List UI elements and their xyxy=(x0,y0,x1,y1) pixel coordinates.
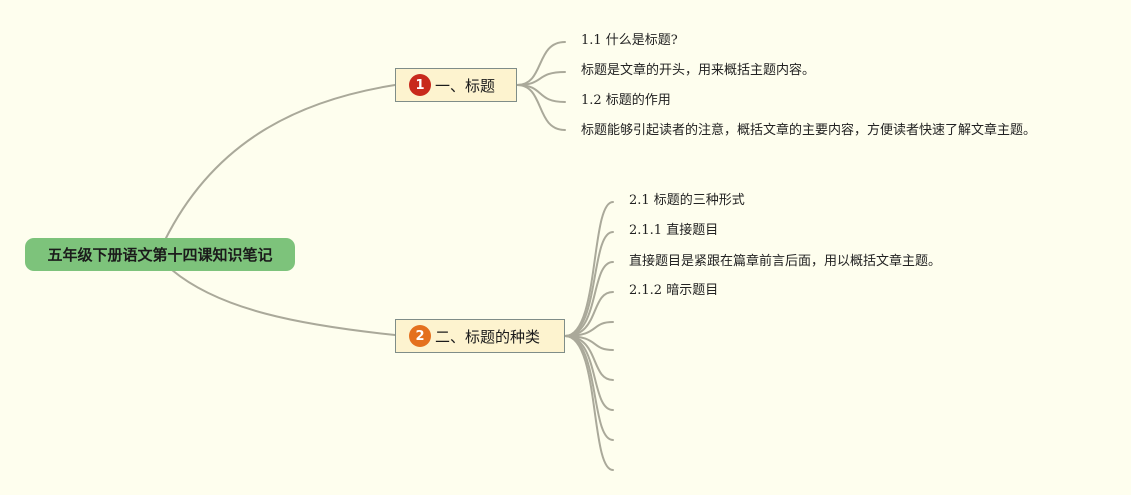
leaf-node[interactable]: 2.1 标题的三种形式 xyxy=(629,193,745,208)
leaf-node[interactable]: 直接题目是紧跟在篇章前言后面，用以概括文章主题。 xyxy=(629,254,942,269)
priority-2-icon: 2 xyxy=(409,325,431,347)
connector-b2-leaf-1 xyxy=(564,201,614,337)
branch-title: 一、标题 xyxy=(435,76,496,95)
branch-title: 二、标题的种类 xyxy=(435,327,541,346)
connector-b1-leaf-1 xyxy=(516,41,566,86)
branch-node-1[interactable]: 1 一、标题 xyxy=(395,68,517,102)
priority-1-icon: 1 xyxy=(409,74,431,96)
connector-b1-leaf-3 xyxy=(516,84,566,103)
connector-b2-leaf-9 xyxy=(564,335,614,441)
connector-root-branch-1 xyxy=(164,84,396,241)
connector-b2-leaf-10 xyxy=(564,335,614,471)
connector-b2-leaf-3 xyxy=(564,261,614,337)
leaf-node[interactable]: 1.1 什么是标题? xyxy=(581,33,678,48)
leaf-node[interactable]: 标题是文章的开头，用来概括主题内容。 xyxy=(581,63,816,78)
root-node[interactable]: 五年级下册语文第十四课知识笔记 xyxy=(25,238,295,271)
connector-b1-leaf-4 xyxy=(516,84,566,131)
leaf-node[interactable]: 2.1.1 直接题目 xyxy=(629,223,719,238)
connector-b2-leaf-2 xyxy=(564,231,614,337)
connector-b2-leaf-4 xyxy=(564,291,614,337)
root-title: 五年级下册语文第十四课知识笔记 xyxy=(47,246,273,264)
connector-root-branch-2 xyxy=(171,269,396,336)
leaf-node[interactable]: 标题能够引起读者的注意，概括文章的主要内容，方便读者快速了解文章主题。 xyxy=(581,123,1037,138)
leaf-node[interactable]: 1.2 标题的作用 xyxy=(581,93,671,108)
leaf-node[interactable]: 2.1.2 暗示题目 xyxy=(629,283,719,298)
branch-node-2[interactable]: 2 二、标题的种类 xyxy=(395,319,565,353)
